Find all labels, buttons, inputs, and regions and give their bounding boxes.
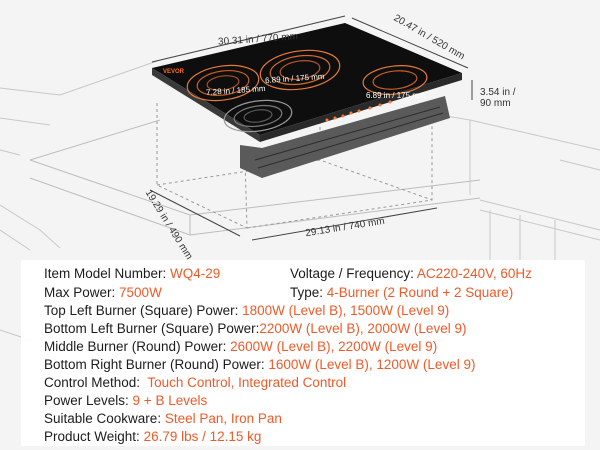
dimension-lines <box>149 15 473 241</box>
spec-panel <box>21 260 585 446</box>
spec-max-power: Max Power: 7500W <box>44 285 162 300</box>
spec-bottom-right-burner: Bottom Right Burner (Round) Power: 1600W… <box>44 357 476 372</box>
spec-model: Item Model Number: WQ4-29 <box>44 266 221 281</box>
dimension-height: 3.54 in / 90 mm <box>480 87 516 109</box>
burner-coils <box>186 49 428 133</box>
brand-logo: VEVOR <box>163 69 185 75</box>
dimension-height-line2: 90 mm <box>480 98 511 109</box>
spec-power-levels: Power Levels: 9 + B Levels <box>44 393 208 408</box>
spec-bottom-left-burner: Bottom Left Burner (Square) Power:2200W … <box>44 321 467 336</box>
dimension-height-line1: 3.54 in / <box>480 87 516 98</box>
spec-weight: Product Weight: 26.79 lbs / 12.15 kg <box>44 429 262 444</box>
spec-top-left-burner: Top Left Burner (Square) Power: 1800W (L… <box>44 303 450 318</box>
control-panel <box>325 100 392 122</box>
cooktop-glass <box>152 23 462 135</box>
spec-voltage: Voltage / Frequency: AC220-240V, 60Hz <box>290 266 532 281</box>
spec-type: Type: 4-Burner (2 Round + 2 Square) <box>290 285 514 300</box>
spec-control-method: Control Method: Touch Control, Integrate… <box>44 375 347 390</box>
burner-right-size: 6.89 in / 175 mm <box>366 91 426 100</box>
counter-sketch <box>0 59 600 341</box>
spec-middle-burner: Middle Burner (Round) Power: 2600W (Leve… <box>44 339 438 354</box>
spec-cookware: Suitable Cookware: Steel Pan, Iron Pan <box>44 411 282 426</box>
countertop-outline <box>29 119 481 236</box>
